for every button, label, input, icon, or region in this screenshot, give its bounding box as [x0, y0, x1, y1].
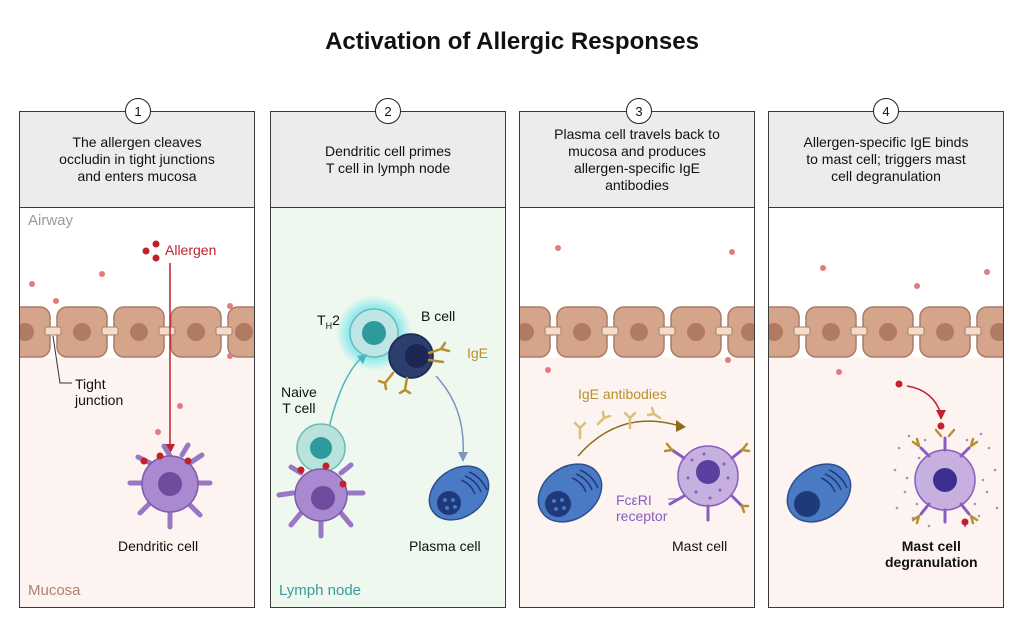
allergen-label: Allergen — [165, 242, 217, 258]
plasma-cell-label: Plasma cell — [409, 538, 481, 554]
th2-label-sub: H — [325, 320, 333, 331]
mast-cell-3 — [663, 442, 751, 522]
fceri-receptor-label: FcεRI receptor — [616, 492, 668, 524]
epithelial-layer-3 — [520, 306, 754, 358]
airway-label: Airway — [28, 212, 74, 229]
step-number-3: 3 — [626, 98, 652, 124]
dendritic-cell-label: Dendritic cell — [118, 538, 199, 554]
dendritic-cell-2 — [276, 462, 366, 539]
panel-3-header: Plasma cell travels back to mucosa and p… — [520, 112, 754, 208]
panel-1-body: Airway Allergen Tight junction Dendritic… — [20, 208, 254, 607]
mast-cell-degranulating — [893, 422, 999, 528]
panel-1-illustration — [20, 208, 254, 607]
th2-label-main: T — [317, 312, 326, 328]
panel-2-body: TH2 B cell IgE Naive T cell Plasma cell … — [271, 208, 505, 607]
panel-2-header: Dendritic cell primes T cell in lymph no… — [271, 112, 505, 208]
panel-1-header: The allergen cleaves occludin in tight j… — [20, 112, 254, 208]
ige-label: IgE — [467, 345, 489, 361]
step-number-4: 4 — [873, 98, 899, 124]
th2-label-tail: 2 — [332, 312, 340, 328]
epithelial-layer — [20, 306, 254, 358]
plasma-cell-4 — [786, 463, 852, 523]
tight-junction-label: Tight junction — [75, 376, 124, 408]
panel-2-header-text: Dendritic cell primes T cell in lymph no… — [324, 142, 452, 176]
ige-antibodies-label: IgE antibodies — [578, 386, 667, 402]
panel-step-4: Allergen-specific IgE binds to mast cell… — [768, 111, 1004, 608]
epithelial-layer-4 — [769, 306, 1003, 358]
dendritic-cell-1 — [127, 442, 213, 530]
panel-step-3: Plasma cell travels back to mucosa and p… — [519, 111, 755, 608]
plasma-cell-3 — [537, 463, 603, 523]
mucosa-label: Mucosa — [28, 582, 81, 599]
b-cell-label: B cell — [421, 308, 456, 324]
degranulation-label: Mast cell degranulation — [885, 538, 978, 570]
panel-3-illustration — [520, 208, 754, 607]
naive-t-cell-label: Naive T cell — [281, 384, 317, 416]
panel-1-header-text: The allergen cleaves occludin in tight j… — [59, 134, 215, 184]
panel-3-body: IgE antibodies FcεRI receptor Mast cell — [520, 208, 754, 607]
panel-4-body: Mast cell degranulation — [769, 208, 1003, 607]
figure-title: Activation of Allergic Responses — [325, 28, 699, 55]
panel-2-illustration — [276, 295, 490, 539]
panel-3-header-text: Plasma cell travels back to mucosa and p… — [554, 125, 720, 193]
panel-4-header: Allergen-specific IgE binds to mast cell… — [769, 112, 1003, 208]
step-number-2: 2 — [375, 98, 401, 124]
panel-4-header-text: Allergen-specific IgE binds to mast cell… — [803, 134, 969, 184]
panel-4-illustration — [769, 208, 1003, 607]
plasma-cell-2 — [428, 465, 490, 521]
lymph-node-label: Lymph node — [279, 582, 362, 599]
mast-cell-label: Mast cell — [672, 538, 728, 554]
b-cell — [377, 333, 451, 395]
naive-t-cell — [296, 423, 346, 473]
step-number-1: 1 — [125, 98, 151, 124]
panel-step-2: Dendritic cell primes T cell in lymph no… — [270, 111, 506, 608]
panel-step-1: The allergen cleaves occludin in tight j… — [19, 111, 255, 608]
th2-label: TH2 — [317, 312, 340, 331]
